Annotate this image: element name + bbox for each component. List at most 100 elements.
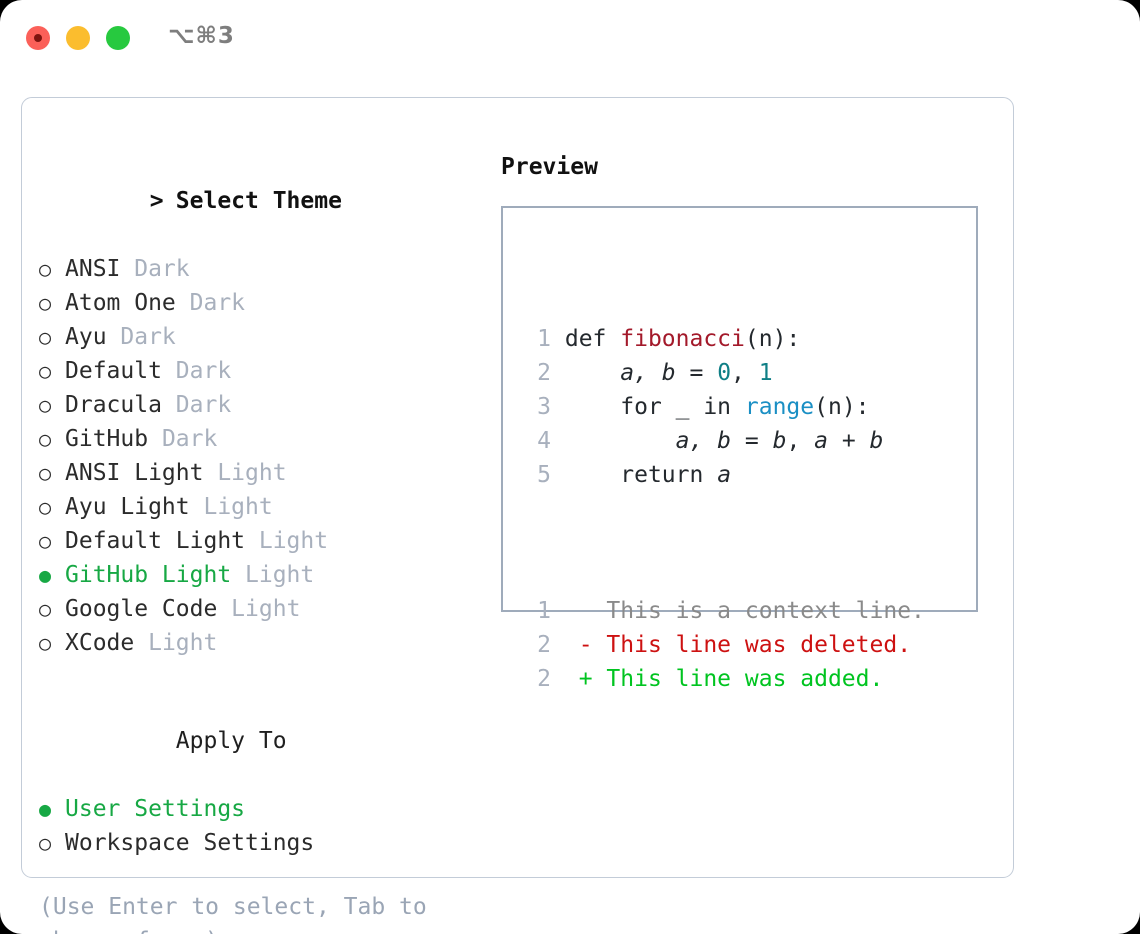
apply-to-item[interactable]: ○ Workspace Settings — [39, 826, 479, 860]
theme-kind-label: Dark — [175, 290, 246, 316]
radio-unselected-icon: ○ — [39, 359, 52, 383]
theme-name-label: GitHub Light — [65, 562, 232, 588]
code-token: (n): — [744, 326, 801, 352]
theme-list-item[interactable]: ○Dracula Dark — [39, 388, 479, 422]
diff-line: 2 + This line was added. — [525, 662, 925, 696]
prompt-caret-icon: > — [149, 188, 164, 214]
close-window-button[interactable] — [26, 26, 50, 50]
theme-kind-label: Light — [245, 528, 329, 554]
theme-kind-label: Light — [189, 494, 273, 520]
code-token: for _ in — [564, 394, 745, 420]
theme-list-item[interactable]: ○ ANSI Light Light — [39, 456, 479, 490]
maximize-window-button[interactable] — [106, 26, 130, 50]
theme-kind-label: Light — [217, 596, 301, 622]
select-theme-heading-label: Select Theme — [175, 188, 342, 214]
radio-unselected-icon: ○ — [39, 831, 52, 855]
code-line: 1 def fibonacci(n): — [525, 322, 925, 356]
radio-unselected-icon: ○ — [39, 529, 52, 553]
apply-to-item[interactable]: ● User Settings — [39, 792, 479, 826]
radio-unselected-icon: ○ — [39, 631, 52, 655]
line-number: 1 — [537, 326, 551, 352]
radio-unselected-icon: ○ — [39, 257, 52, 281]
diff-line-text: + This line was added. — [579, 666, 884, 692]
radio-unselected-icon: ○ — [39, 461, 52, 485]
theme-name-label: Default Light — [65, 528, 246, 554]
main-panel: >Select Theme ○ANSI Dark○Atom One Dark○A… — [21, 97, 1014, 934]
radio-unselected-icon: ○ — [39, 291, 52, 315]
theme-name-label: XCode — [65, 630, 135, 656]
theme-list-item[interactable]: ○ Default Light Light — [39, 524, 479, 558]
diff-line: 2 - This line was deleted. — [525, 628, 925, 662]
apply-to-label: Workspace Settings — [65, 830, 315, 856]
code-token — [565, 360, 620, 386]
theme-list-item[interactable]: ● GitHub Light Light — [39, 558, 479, 592]
radio-unselected-icon: ○ — [39, 325, 52, 349]
theme-kind-label: Dark — [120, 256, 190, 282]
theme-list: ○ ANSI Dark ○ Atom One Dark ○ Ayu Dark ○ Defaul… — [39, 252, 479, 660]
theme-name-label: Google Code — [65, 596, 218, 622]
theme-picker-column: >Select Theme ○ANSI Dark○Atom One Dark○A… — [39, 150, 479, 934]
line-number: 4 — [537, 428, 551, 454]
code-token — [565, 428, 676, 454]
radio-selected-icon: ● — [39, 563, 52, 587]
diff-line-number: 2 — [537, 666, 551, 692]
minimize-window-button[interactable] — [66, 26, 90, 50]
theme-list-item[interactable]: ○ Atom One Dark — [39, 286, 479, 320]
preview-column: Preview 1 def fibonacci(n):2 a, b = 0, 1… — [501, 150, 991, 692]
theme-kind-label: Light — [134, 630, 218, 656]
theme-name-label: ANSI Light — [65, 460, 204, 486]
theme-list-item[interactable]: ○ XCode Light — [39, 626, 479, 660]
code-token: + — [828, 428, 870, 454]
apply-to-list: ● User Settings ○ Workspace Settings — [39, 792, 479, 860]
code-token: b — [772, 428, 787, 454]
code-token: , — [786, 428, 815, 454]
theme-kind-label: Light — [203, 460, 287, 486]
code-token: a, b — [620, 360, 676, 386]
radio-selected-icon: ● — [39, 797, 52, 821]
code-token: = — [675, 360, 718, 386]
code-token: a — [814, 428, 828, 454]
radio-unselected-icon: ○ — [39, 393, 52, 417]
apply-to-label: User Settings — [65, 796, 246, 822]
code-line: 2 a, b = 0, 1 — [525, 356, 925, 390]
code-token: = — [731, 428, 773, 454]
theme-name-label: Dracula — [65, 392, 162, 418]
theme-list-item[interactable]: ○Ayu Light Light — [39, 490, 479, 524]
theme-list-item[interactable]: ○Google Code Light — [39, 592, 479, 626]
apply-to-heading: Apply To — [39, 690, 479, 792]
diff-sign — [579, 598, 593, 624]
theme-kind-label: Dark — [161, 358, 232, 384]
theme-name-label: Ayu — [65, 324, 107, 350]
theme-list-item[interactable]: ○ ANSI Dark — [39, 252, 479, 286]
diff-line-text: This is a context line. — [579, 598, 925, 624]
theme-list-item[interactable]: ○ Ayu Dark — [39, 320, 479, 354]
theme-name-label: Atom One — [65, 290, 176, 316]
diff-sign: - — [578, 632, 593, 658]
diff-sign: + — [578, 666, 593, 692]
code-line: 5 return a — [525, 458, 925, 492]
theme-kind-label: Light — [231, 562, 315, 588]
theme-name-label: GitHub — [65, 426, 149, 452]
theme-kind-label: Dark — [106, 324, 176, 350]
diff-text: This line was added. — [592, 666, 884, 692]
diff-line-text: - This line was deleted. — [579, 632, 911, 658]
theme-list-item[interactable]: ○GitHub Dark — [39, 422, 479, 456]
theme-list-item[interactable]: ○ Default Dark — [39, 354, 479, 388]
code-token: def — [564, 326, 621, 352]
code-line: 4 a, b = b, a + b — [525, 424, 925, 458]
code-token: a, b — [675, 428, 732, 454]
code-line: 3 for _ in range(n): — [525, 390, 925, 424]
theme-kind-label: Dark — [148, 426, 218, 452]
diff-text: This is a context line. — [592, 598, 925, 624]
theme-name-label: ANSI — [65, 256, 121, 282]
code-token: fibonacci — [620, 326, 745, 352]
code-token: a — [717, 462, 732, 488]
code-token: return — [564, 462, 718, 488]
theme-name-label: Default — [65, 358, 162, 384]
apply-to-heading-label: Apply To — [175, 728, 287, 754]
diff-line: 1 This is a context line. — [525, 594, 925, 628]
